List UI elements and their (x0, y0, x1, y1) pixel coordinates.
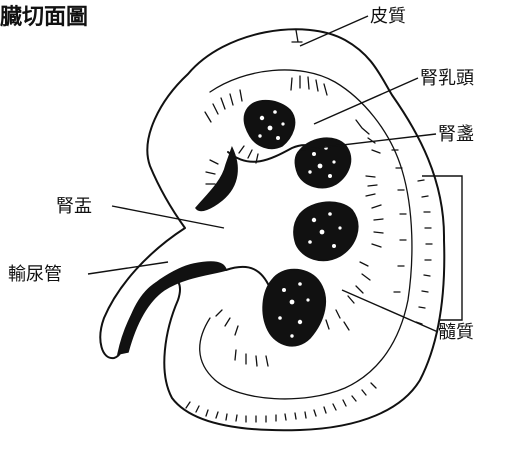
leader-ureter (88, 262, 168, 274)
leader-papilla (314, 78, 418, 124)
cortex-mark (292, 30, 302, 42)
leader-medulla (342, 290, 438, 332)
label-calyx: 腎盞 (438, 124, 474, 145)
diagram-title: 腎臓切面圖 (0, 5, 88, 30)
leader-cortex (300, 16, 368, 46)
label-medulla: 髓質 (438, 322, 474, 343)
label-papilla: 腎乳頭 (420, 68, 474, 89)
papilla-3 (294, 202, 358, 260)
label-ureter: 輸尿管 (8, 264, 62, 285)
pelvis-lower-edge (226, 267, 270, 288)
papilla-1 (244, 101, 294, 149)
label-pelvis: 腎盂 (56, 196, 92, 217)
label-cortex: 皮質 (370, 6, 406, 27)
renal-sinus-fat (196, 148, 237, 210)
papilla-4 (263, 270, 325, 346)
